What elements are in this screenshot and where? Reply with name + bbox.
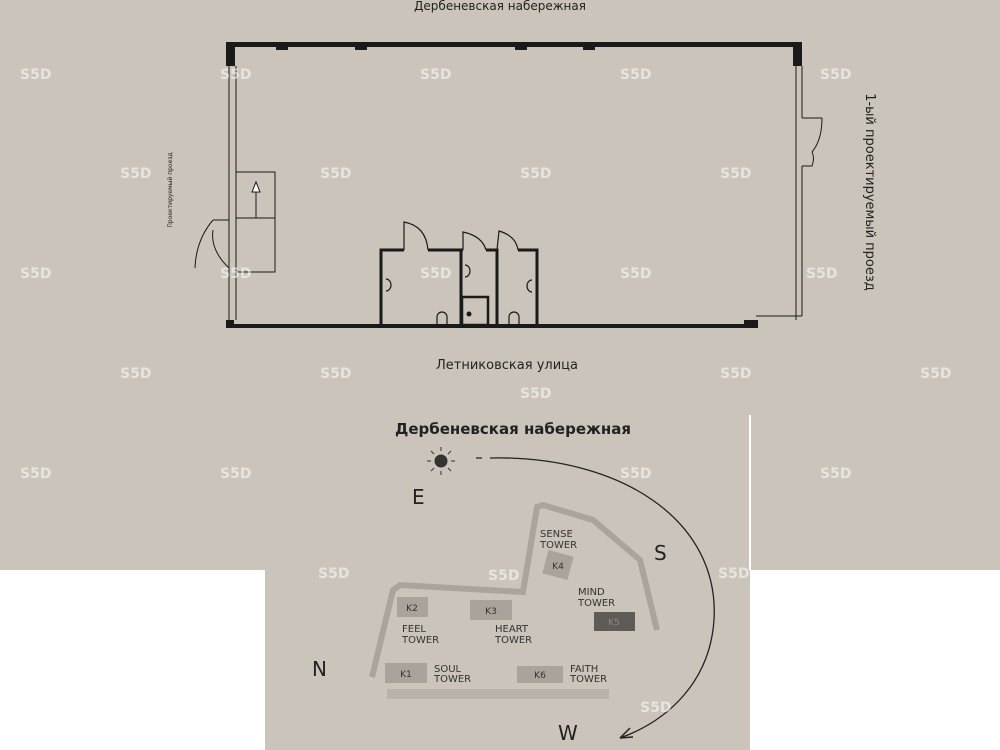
svg-text:S5D: S5D [20, 266, 51, 282]
svg-text:S5D: S5D [220, 67, 251, 83]
tower-k1: K1 SOUL TOWER [385, 663, 471, 685]
svg-text:K1: K1 [400, 670, 412, 680]
tower-k2: K2 FEEL TOWER [397, 597, 439, 646]
svg-text:S5D: S5D [920, 366, 951, 382]
svg-text:TOWER: TOWER [433, 674, 471, 685]
svg-text:S5D: S5D [318, 566, 349, 582]
svg-text:S5D: S5D [488, 568, 519, 584]
svg-text:S5D: S5D [320, 166, 351, 182]
watermarks: S5D S5D S5D S5D S5D S5D S5D S5D S5D S5D … [20, 67, 951, 716]
svg-text:FAITH: FAITH [570, 664, 598, 675]
svg-text:S5D: S5D [620, 266, 651, 282]
street-top-label: Дербеневская набережная [414, 0, 586, 13]
svg-text:S5D: S5D [120, 366, 151, 382]
svg-text:MIND: MIND [578, 587, 605, 598]
svg-text:SENSE: SENSE [540, 529, 573, 540]
tower-k6: K6 FAITH TOWER [517, 664, 607, 685]
svg-text:S5D: S5D [220, 466, 251, 482]
sun-icon [427, 447, 455, 475]
site-base [387, 689, 609, 699]
svg-text:TOWER: TOWER [539, 540, 577, 551]
svg-text:K4: K4 [552, 562, 564, 572]
svg-text:K3: K3 [485, 607, 497, 617]
svg-text:FEEL: FEEL [402, 624, 426, 635]
svg-text:S5D: S5D [720, 166, 751, 182]
street-right-label: 1-ый проектируемый проезд [862, 93, 877, 291]
svg-text:S5D: S5D [640, 700, 671, 716]
svg-text:S5D: S5D [520, 166, 551, 182]
svg-text:S5D: S5D [420, 266, 451, 282]
svg-text:S5D: S5D [620, 466, 651, 482]
svg-text:TOWER: TOWER [401, 635, 439, 646]
compass-north: N [312, 657, 327, 681]
building-outline [194, 42, 823, 328]
svg-text:S5D: S5D [718, 566, 749, 582]
svg-text:TOWER: TOWER [577, 598, 615, 609]
restroom-block [379, 221, 539, 327]
street-bottom-label: Летниковская улица [436, 358, 578, 373]
sun-path-arrow [476, 457, 715, 739]
svg-text:S5D: S5D [820, 67, 851, 83]
site-boundary [369, 501, 660, 678]
street-left-label: Проектируемый проезд [167, 152, 174, 227]
site-plan-title: Дербеневская набережная [395, 420, 631, 438]
arrowhead-icon [619, 727, 634, 739]
compass-south: S [654, 541, 667, 565]
svg-text:SOUL: SOUL [434, 664, 462, 675]
svg-text:S5D: S5D [20, 67, 51, 83]
svg-text:S5D: S5D [120, 166, 151, 182]
svg-text:S5D: S5D [520, 386, 551, 402]
svg-text:HEART: HEART [495, 624, 529, 635]
svg-text:S5D: S5D [220, 266, 251, 282]
svg-text:S5D: S5D [320, 366, 351, 382]
svg-text:K2: K2 [406, 604, 418, 614]
svg-text:S5D: S5D [420, 67, 451, 83]
svg-text:S5D: S5D [620, 67, 651, 83]
tower-k5: K5 MIND TOWER [577, 587, 635, 631]
svg-text:K5: K5 [608, 618, 620, 628]
tower-k3: K3 HEART TOWER [470, 600, 532, 646]
svg-text:S5D: S5D [820, 466, 851, 482]
svg-text:TOWER: TOWER [494, 635, 532, 646]
svg-text:K6: K6 [534, 671, 546, 681]
svg-text:TOWER: TOWER [569, 674, 607, 685]
svg-text:S5D: S5D [20, 466, 51, 482]
svg-text:S5D: S5D [806, 266, 837, 282]
tower-k4: K4 SENSE TOWER [539, 529, 577, 580]
svg-text:S5D: S5D [720, 366, 751, 382]
compass-east: E [412, 485, 425, 509]
compass-west: W [558, 721, 578, 745]
